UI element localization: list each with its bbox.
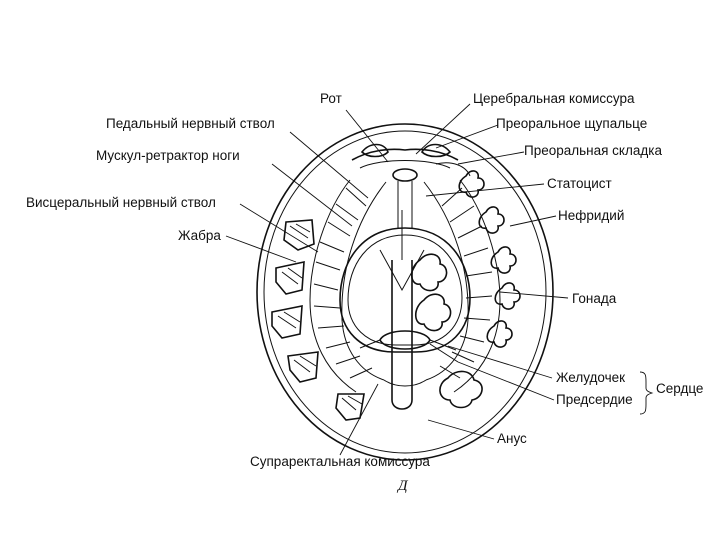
gills bbox=[271, 219, 365, 421]
label-statocyst: Статоцист bbox=[547, 176, 612, 191]
labels: Рот Церебральная комиссура Педальный нер… bbox=[26, 91, 703, 494]
label-preoral-fold: Преоральная складка bbox=[524, 143, 662, 158]
label-pedal-nerve-cord: Педальный нервный ствол bbox=[106, 116, 275, 131]
leader-lines bbox=[225, 103, 569, 456]
label-heart: Сердце bbox=[656, 381, 703, 396]
foot-sole bbox=[339, 227, 471, 353]
body-outline bbox=[256, 123, 554, 461]
label-retractor-muscle: Мускул-ретрактор ноги bbox=[96, 148, 240, 163]
label-nephridium: Нефридий bbox=[558, 208, 624, 223]
label-visceral-nerve-cord: Висцеральный нервный ствол bbox=[26, 195, 216, 210]
heart-bracket bbox=[639, 371, 654, 415]
label-ventricle: Желудочек bbox=[556, 370, 625, 385]
label-cerebral-commissure: Церебральная комиссура bbox=[473, 91, 635, 106]
label-atrium: Предсердие bbox=[556, 392, 633, 407]
nephridia-gonads bbox=[410, 170, 521, 409]
label-preoral-tentacle: Преоральное щупальце bbox=[496, 116, 647, 131]
left-compartments bbox=[309, 179, 373, 393]
nerve-cords bbox=[341, 181, 469, 387]
mouth-region bbox=[351, 148, 459, 228]
label-suprarectal-commissure: Супраректальная комиссура bbox=[250, 454, 430, 469]
preoral-tentacles bbox=[360, 143, 471, 177]
label-anus: Анус bbox=[497, 431, 527, 446]
label-mouth: Рот bbox=[320, 91, 342, 106]
label-gill: Жабра bbox=[178, 228, 221, 243]
figure-letter: Д bbox=[396, 478, 409, 494]
label-gonad: Гонада bbox=[572, 291, 617, 306]
right-compartments bbox=[439, 179, 501, 393]
heart-rectum bbox=[359, 210, 459, 410]
